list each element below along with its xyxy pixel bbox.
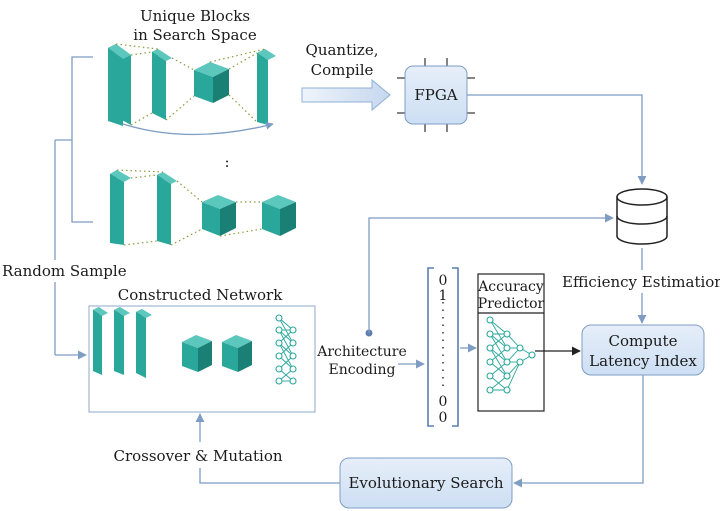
neural-network-icon bbox=[275, 314, 297, 385]
fpga-label: FPGA bbox=[414, 86, 457, 104]
vector-value-3: 0 bbox=[439, 410, 448, 426]
fpga-to-database-edge bbox=[467, 94, 647, 185]
database-icon bbox=[616, 188, 668, 245]
vector-value-2: 0 bbox=[439, 394, 448, 410]
encoding-vector bbox=[427, 267, 459, 427]
latency-to-search-edge bbox=[513, 375, 644, 488]
constructed-network-blocks bbox=[93, 307, 252, 378]
compute-latency-label-line1: Compute bbox=[609, 332, 678, 350]
constructed-network-title: Constructed Network bbox=[118, 286, 283, 304]
accuracy-predictor-label-line2: Predictor bbox=[478, 296, 545, 312]
crossover-mutation-label: Crossover & Mutation bbox=[113, 447, 282, 465]
evolutionary-search-label: Evolutionary Search bbox=[348, 474, 503, 492]
unique-blocks-title-line2: in Search Space bbox=[133, 26, 257, 44]
unique-blocks-row-2 bbox=[110, 169, 296, 246]
compute-latency-label-line2: Latency Index bbox=[589, 352, 697, 370]
architecture-encoding-label-line2: Encoding bbox=[329, 362, 396, 378]
predictor-network-icon bbox=[486, 316, 536, 394]
vector-value-0: 0 bbox=[439, 273, 448, 289]
architecture-encoding-label-line1: Architecture bbox=[316, 344, 407, 360]
encoding-to-database-edge bbox=[368, 213, 614, 333]
unique-blocks-title-line1: Unique Blocks bbox=[140, 7, 250, 25]
vector-value-1: 1 bbox=[439, 288, 448, 304]
quantize-label-line2: Compile bbox=[311, 61, 374, 79]
random-sample-bracket bbox=[54, 56, 93, 360]
unique-blocks-row-1 bbox=[108, 43, 276, 136]
accuracy-predictor-label-line1: Accuracy bbox=[477, 279, 544, 295]
quantize-label-line1: Quantize, bbox=[306, 41, 379, 59]
efficiency-estimation-label: Efficiency Estimation bbox=[562, 273, 720, 291]
quantize-compile-arrow bbox=[301, 78, 391, 112]
vertical-ellipsis: : bbox=[224, 153, 229, 171]
random-sample-label: Random Sample bbox=[2, 262, 127, 280]
